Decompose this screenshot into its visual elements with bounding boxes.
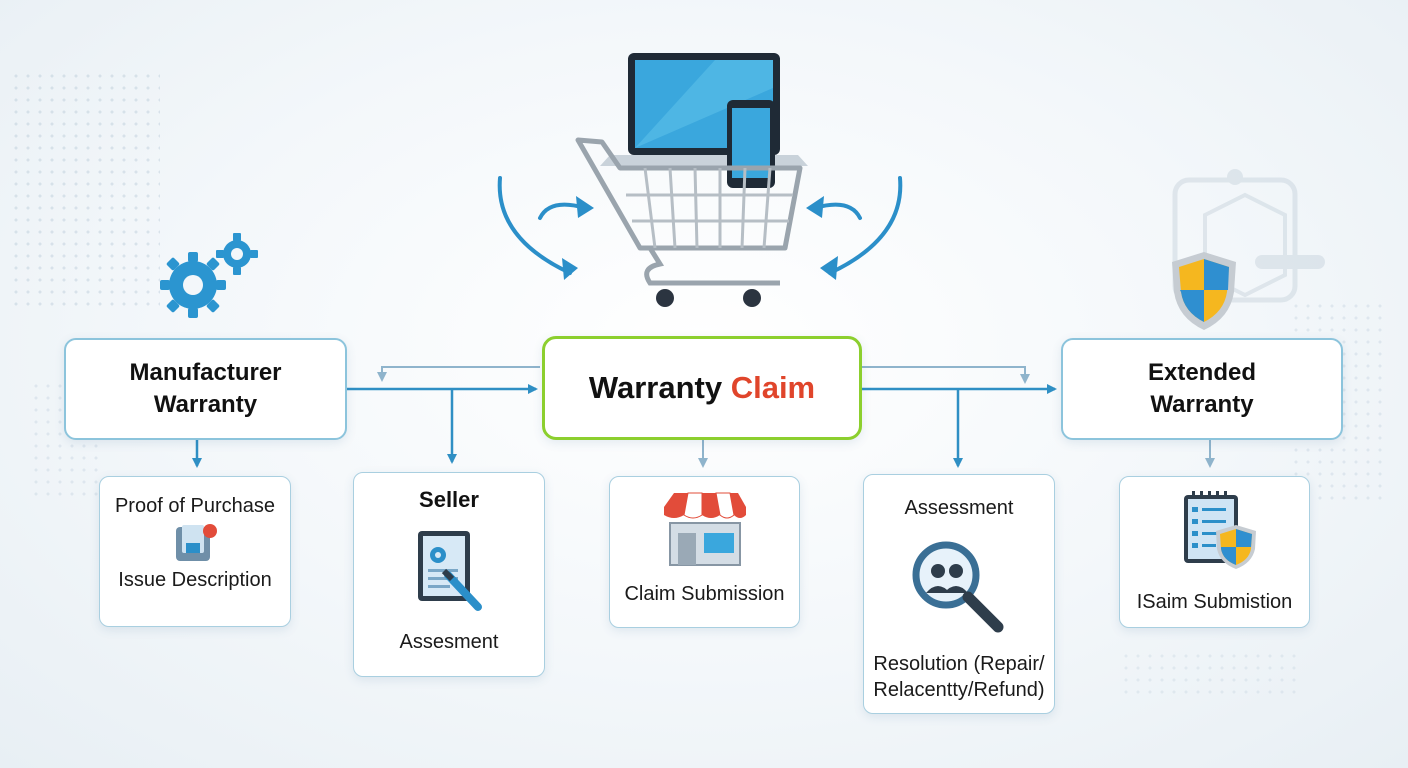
manufacturer-warranty-line2: Warranty [153, 391, 258, 418]
document-gear-icon [418, 531, 482, 611]
shopping-cart-icon [497, 53, 903, 307]
extended-warranty-line2: Warranty [1150, 391, 1254, 418]
manufacturer-warranty-node: Manufacturer Warranty [64, 338, 347, 440]
extended-warranty-node: Extended Warranty [1061, 338, 1343, 440]
seller-title: Seller [419, 487, 479, 512]
magnifier-people-icon [912, 541, 1004, 633]
proof-of-purchase-box: Proof of Purchase Issue Description [99, 476, 291, 627]
isaim-submistion-box: ISaim Submistion [1119, 476, 1310, 628]
claim-word: Claim [730, 370, 816, 405]
resolution-line2: Relacentty/Refund) [873, 679, 1045, 701]
manufacturer-warranty-line1: Manufacturer [129, 359, 282, 386]
isaim-submistion-label: ISaim Submistion [1136, 591, 1293, 613]
storefront-icon [663, 492, 746, 566]
receipt-icon [176, 524, 217, 561]
claim-submission-label: Claim Submission [624, 583, 785, 605]
gears-icon [160, 233, 258, 318]
warranty-word: Warranty [588, 370, 723, 405]
shield-icon [1172, 252, 1236, 330]
smartphone-icon [727, 100, 775, 188]
cycle-arrows-icon [497, 176, 903, 275]
proof-of-purchase-label: Proof of Purchase [114, 495, 276, 517]
warranty-claim-node: Warranty Claim [542, 336, 862, 440]
seller-assesment-label: Assesment [399, 631, 499, 653]
seller-box: Seller Assesment [353, 472, 545, 677]
claim-submission-box: Claim Submission [609, 476, 800, 628]
laptop-icon [600, 53, 808, 166]
checklist-shield-icon [1183, 491, 1256, 569]
background-dots-bottom-right [1120, 650, 1300, 700]
issue-description-label: Issue Description [118, 569, 272, 591]
extended-warranty-line1: Extended [1147, 359, 1257, 386]
assessment-box: Assessment Resolution (Repair/ Relacentt… [863, 474, 1055, 714]
assessment-title: Assessment [904, 497, 1014, 519]
background-dots-left [10, 70, 160, 310]
warranty-claim-title: Warranty Claim [589, 370, 815, 406]
resolution-line1: Resolution (Repair/ [873, 653, 1045, 675]
